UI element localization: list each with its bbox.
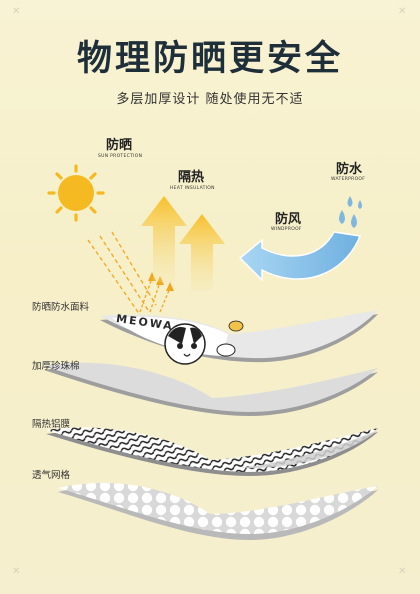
corner-mark-icon: ✕ [12,566,21,577]
feature-heat-sublabel: HEAT INSULATION [170,186,215,191]
feature-sun-label: 防晒 [106,138,133,153]
cat-illustration-icon [164,320,244,365]
layer-4-label: 透气网格 [32,470,71,481]
layer-pearl-cotton [44,362,378,416]
sun-icon [47,164,105,222]
page-title: 物理防晒更安全 [76,39,343,79]
layer-aluminum-film [46,427,378,476]
feature-water-sublabel: WATERPROOF [331,177,366,182]
layer-2-label: 加厚珍珠棉 [32,361,80,372]
feature-wind-label: 防风 [275,212,302,227]
corner-mark-icon: ✕ [398,566,407,577]
feature-wind-sublabel: WINDPROOF [271,227,302,232]
layer-fabric [100,310,378,365]
heat-arrow-icon [141,196,225,290]
corner-mark-icon: ✕ [398,6,407,17]
wind-arrow-icon [238,231,362,282]
page-subtitle: 多层加厚设计 随处使用无不适 [116,92,304,107]
sun-ray-lines [87,231,157,316]
corner-mark-icon: ✕ [12,6,21,17]
layer-3-label: 隔热铝膜 [32,419,71,430]
water-drop-icon [339,196,362,228]
feature-water-label: 防水 [336,162,363,177]
reflect-arrows [139,277,171,313]
layer-1-label: 防晒防水面料 [32,302,90,313]
feature-heat-label: 隔热 [178,170,205,185]
feature-sun-sublabel: SUN PROTECTION [98,154,143,159]
layer-mesh [58,483,378,540]
